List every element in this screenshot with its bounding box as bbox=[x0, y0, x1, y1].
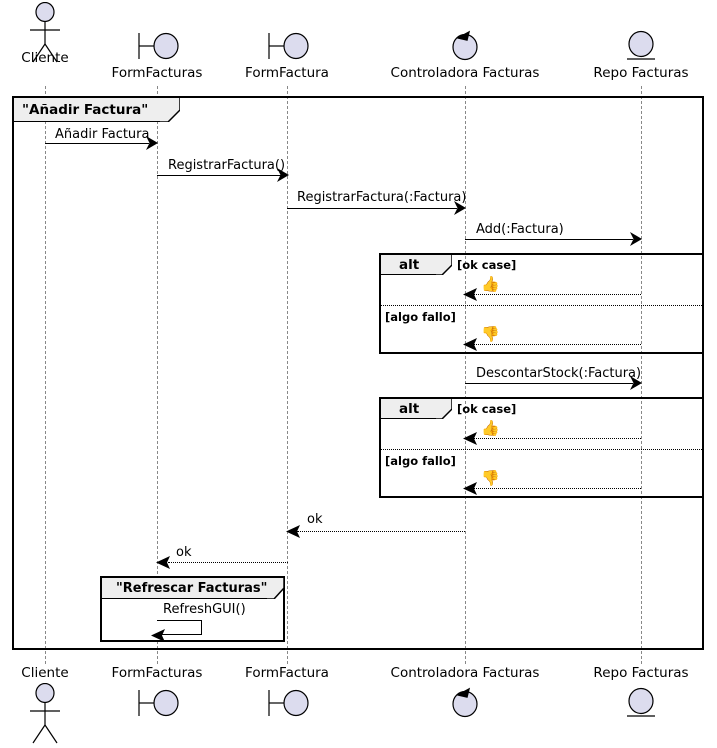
message-line-ok-2 bbox=[168, 562, 288, 563]
lifeline-controladora-facturas bbox=[465, 86, 466, 664]
participant-label-repo-facturas: Repo Facturas bbox=[593, 665, 689, 681]
participant-label-formfactura: FormFactura bbox=[245, 665, 329, 681]
lifeline-formfacturas bbox=[157, 86, 158, 664]
uml-control-icon bbox=[380, 683, 550, 721]
message-line-registrarfactura bbox=[157, 175, 281, 176]
frame-tab-body bbox=[14, 98, 160, 122]
participant-head-controladora-facturas[interactable]: Controladora Facturas bbox=[380, 26, 550, 81]
message-line-ok-1 bbox=[297, 531, 465, 532]
frame-tab-body bbox=[381, 255, 436, 275]
arrowhead-left-icon bbox=[463, 432, 477, 445]
message-line-add-factura bbox=[465, 239, 633, 240]
participant-head-formfactura[interactable]: FormFactura bbox=[227, 26, 347, 81]
participant-foot-controladora-facturas[interactable]: Controladora Facturas bbox=[380, 665, 550, 721]
message-line-anadir-factura bbox=[45, 143, 149, 144]
participant-head-cliente[interactable]: Cliente bbox=[0, 2, 90, 66]
frame-label-alt-2: alt bbox=[399, 401, 420, 417]
actor-stick-figure-icon bbox=[0, 683, 90, 745]
message-label-anadir-factura: Añadir Factura bbox=[55, 127, 150, 142]
frame-label-anadir-factura: "Añadir Factura" bbox=[22, 102, 149, 118]
message-label-add-factura: Add(:Factura) bbox=[476, 222, 564, 237]
frame-tab-body bbox=[102, 578, 267, 599]
arrowhead-right-icon bbox=[630, 232, 642, 246]
frame-tab-alt-1: alt bbox=[381, 255, 452, 275]
lifeline-cliente bbox=[45, 86, 46, 664]
uml-boundary-icon bbox=[97, 683, 217, 721]
guard-ok-case-2: [ok case] bbox=[457, 402, 517, 416]
uml-control-icon bbox=[380, 26, 550, 64]
participant-foot-repo-facturas[interactable]: Repo Facturas bbox=[571, 665, 711, 721]
message-line-registrarfactura-factura bbox=[287, 208, 457, 209]
arrowhead-right-icon bbox=[146, 136, 158, 150]
participant-label-cliente: Cliente bbox=[21, 665, 69, 681]
arrowhead-left-icon bbox=[156, 556, 170, 569]
uml-boundary-icon bbox=[97, 26, 217, 64]
frame-label-refrescar-facturas: "Refrescar Facturas" bbox=[116, 581, 268, 596]
participant-head-formfacturas[interactable]: FormFacturas bbox=[97, 26, 217, 81]
participant-label-formfacturas: FormFacturas bbox=[111, 65, 203, 81]
participant-foot-formfacturas[interactable]: FormFacturas bbox=[97, 665, 217, 721]
frame-anadir-factura bbox=[12, 96, 704, 650]
message-line-thumbs-up-1 bbox=[474, 294, 641, 295]
frame-tab-anadir-factura: "Añadir Factura" bbox=[14, 98, 180, 122]
frame-tab-corner bbox=[436, 399, 452, 419]
message-label-registrarfactura: RegistrarFactura() bbox=[168, 158, 286, 173]
frame-tab-alt-2: alt bbox=[381, 399, 452, 419]
frame-label-alt-1: alt bbox=[399, 257, 420, 273]
participant-label-controladora-facturas: Controladora Facturas bbox=[390, 665, 540, 681]
lifeline-repo-facturas bbox=[641, 86, 642, 664]
guard-ok-case-1: [ok case] bbox=[457, 258, 517, 272]
message-label-descontarstock: DescontarStock(:Factura) bbox=[476, 366, 642, 381]
frame-tab-corner bbox=[267, 578, 284, 599]
frame-alt-2 bbox=[379, 397, 704, 498]
message-line-thumbs-down-2 bbox=[474, 488, 641, 489]
arrowhead-right-icon bbox=[630, 376, 642, 390]
arrowhead-left-icon bbox=[463, 482, 477, 495]
participant-label-formfacturas: FormFacturas bbox=[111, 665, 203, 681]
participant-label-formfactura: FormFactura bbox=[245, 65, 329, 81]
uml-entity-icon bbox=[571, 683, 711, 721]
message-label-refreshgui: RefreshGUI() bbox=[163, 602, 246, 617]
participant-foot-formfactura[interactable]: FormFactura bbox=[227, 665, 347, 721]
arrowhead-right-icon bbox=[277, 168, 289, 182]
uml-boundary-icon bbox=[227, 683, 347, 721]
self-message-box-refreshgui bbox=[157, 620, 202, 635]
message-line-descontarstock bbox=[465, 383, 633, 384]
frame-alt-1 bbox=[379, 253, 704, 354]
participant-label-repo-facturas: Repo Facturas bbox=[593, 65, 689, 81]
arrowhead-left-icon bbox=[286, 525, 300, 538]
alt-separator-2 bbox=[381, 449, 702, 450]
message-line-thumbs-up-2 bbox=[474, 438, 641, 439]
message-line-thumbs-down-1 bbox=[474, 344, 641, 345]
arrowhead-right-icon bbox=[454, 201, 466, 215]
arrowhead-left-icon bbox=[151, 629, 165, 642]
participant-foot-cliente[interactable]: Cliente bbox=[0, 665, 90, 745]
uml-boundary-icon bbox=[227, 26, 347, 64]
guard-algo-fallo-2: [algo fallo] bbox=[385, 454, 456, 468]
message-label-registrarfactura-factura: RegistrarFactura(:Factura) bbox=[297, 190, 467, 205]
lifeline-formfactura bbox=[287, 86, 288, 664]
actor-stick-figure-icon bbox=[0, 2, 90, 63]
frame-tab-refrescar-facturas: "Refrescar Facturas" bbox=[102, 578, 284, 599]
uml-entity-icon bbox=[571, 26, 711, 64]
message-glyph-thumbs-up-2: 👍 bbox=[481, 419, 500, 437]
message-glyph-thumbs-down-1: 👎 bbox=[481, 325, 500, 343]
arrowhead-left-icon bbox=[463, 338, 477, 351]
frame-tab-corner bbox=[160, 98, 180, 122]
frame-tab-body bbox=[381, 399, 436, 419]
message-label-ok-1: ok bbox=[307, 512, 323, 527]
frame-tab-corner bbox=[436, 255, 452, 275]
guard-algo-fallo-1: [algo fallo] bbox=[385, 310, 456, 324]
alt-separator-1 bbox=[381, 305, 702, 306]
participant-label-controladora-facturas: Controladora Facturas bbox=[390, 65, 540, 81]
message-label-ok-2: ok bbox=[176, 545, 192, 560]
message-glyph-thumbs-up-1: 👍 bbox=[481, 275, 500, 293]
participant-head-repo-facturas[interactable]: Repo Facturas bbox=[571, 26, 711, 81]
message-glyph-thumbs-down-2: 👎 bbox=[481, 469, 500, 487]
arrowhead-left-icon bbox=[463, 288, 477, 301]
